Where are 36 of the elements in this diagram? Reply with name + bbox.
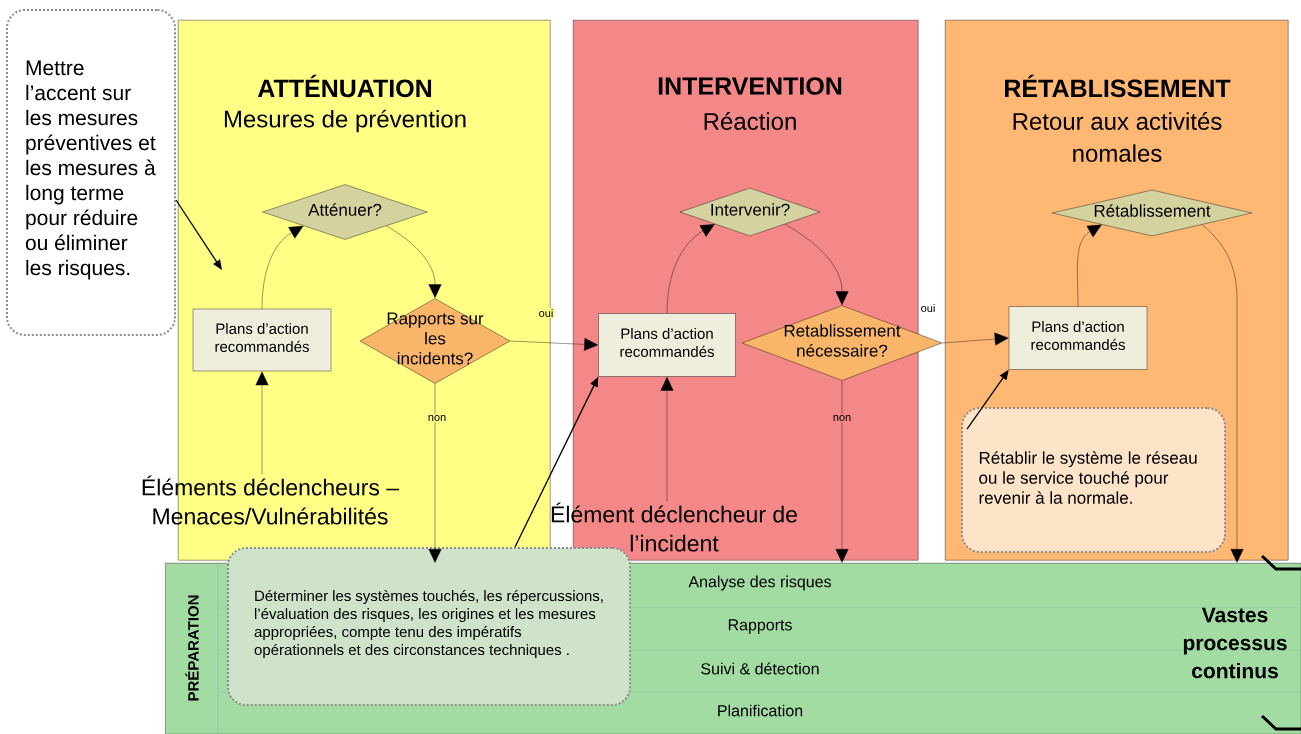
arrow <box>428 383 442 563</box>
arrow <box>510 337 599 351</box>
arrow <box>1201 224 1244 563</box>
edge-label: non <box>426 414 448 422</box>
subheading: Retour aux activités nomales <box>1013 112 1222 162</box>
arrow <box>255 371 269 475</box>
band-heading: Vastes processus continus <box>1183 607 1287 679</box>
process-row: Analyse des risques <box>688 575 831 591</box>
heading: INTERVENTION <box>658 77 842 95</box>
trigger-text: Éléments déclencheurs – Menaces/Vulnérabilités <box>142 475 400 525</box>
callout-box: Déterminer les systèmes touchés, les répercussions, l’évaluation des risques, les origines et les mesures appropriées, compte tenu des impératifs opérationnels et des circonstances techniques . <box>227 547 631 706</box>
arrow <box>784 223 849 306</box>
leader-line <box>175 199 222 270</box>
arrow <box>666 224 715 314</box>
subheading: Mesures de prévention <box>224 109 466 133</box>
vertical-heading: PRÉPARATION <box>185 595 199 701</box>
process-box: Plans d’action recommandés <box>192 308 332 372</box>
arrow <box>835 380 849 563</box>
edge-label: non <box>831 414 853 422</box>
process-row: Suivi & détection <box>701 662 819 675</box>
process-box: Plans d’action recommandés <box>1008 306 1148 370</box>
arrow <box>261 225 304 309</box>
arrow <box>942 332 1009 346</box>
process-row: Rapports <box>728 619 792 634</box>
edge-label: oui <box>537 307 555 319</box>
callout-box: Rétablir le système le réseau ou le service touché pour revenir à la normale. <box>961 407 1226 553</box>
process-row: Planification <box>718 704 803 717</box>
arrow <box>660 377 674 502</box>
edge-label: oui <box>919 302 937 314</box>
subheading: Réaction <box>704 112 796 130</box>
arrow <box>386 225 442 299</box>
heading: ATTÉNUATION <box>257 74 432 98</box>
process-box: Plans d’action recommandés <box>598 313 736 377</box>
callout-box: Mettre l’accent sur les mesures préventives et les mesures à long terme pour réduire ou éliminer les risques. <box>6 9 176 336</box>
heading: RÉTABLISSEMENT <box>1005 74 1231 98</box>
arrow <box>1077 224 1102 307</box>
